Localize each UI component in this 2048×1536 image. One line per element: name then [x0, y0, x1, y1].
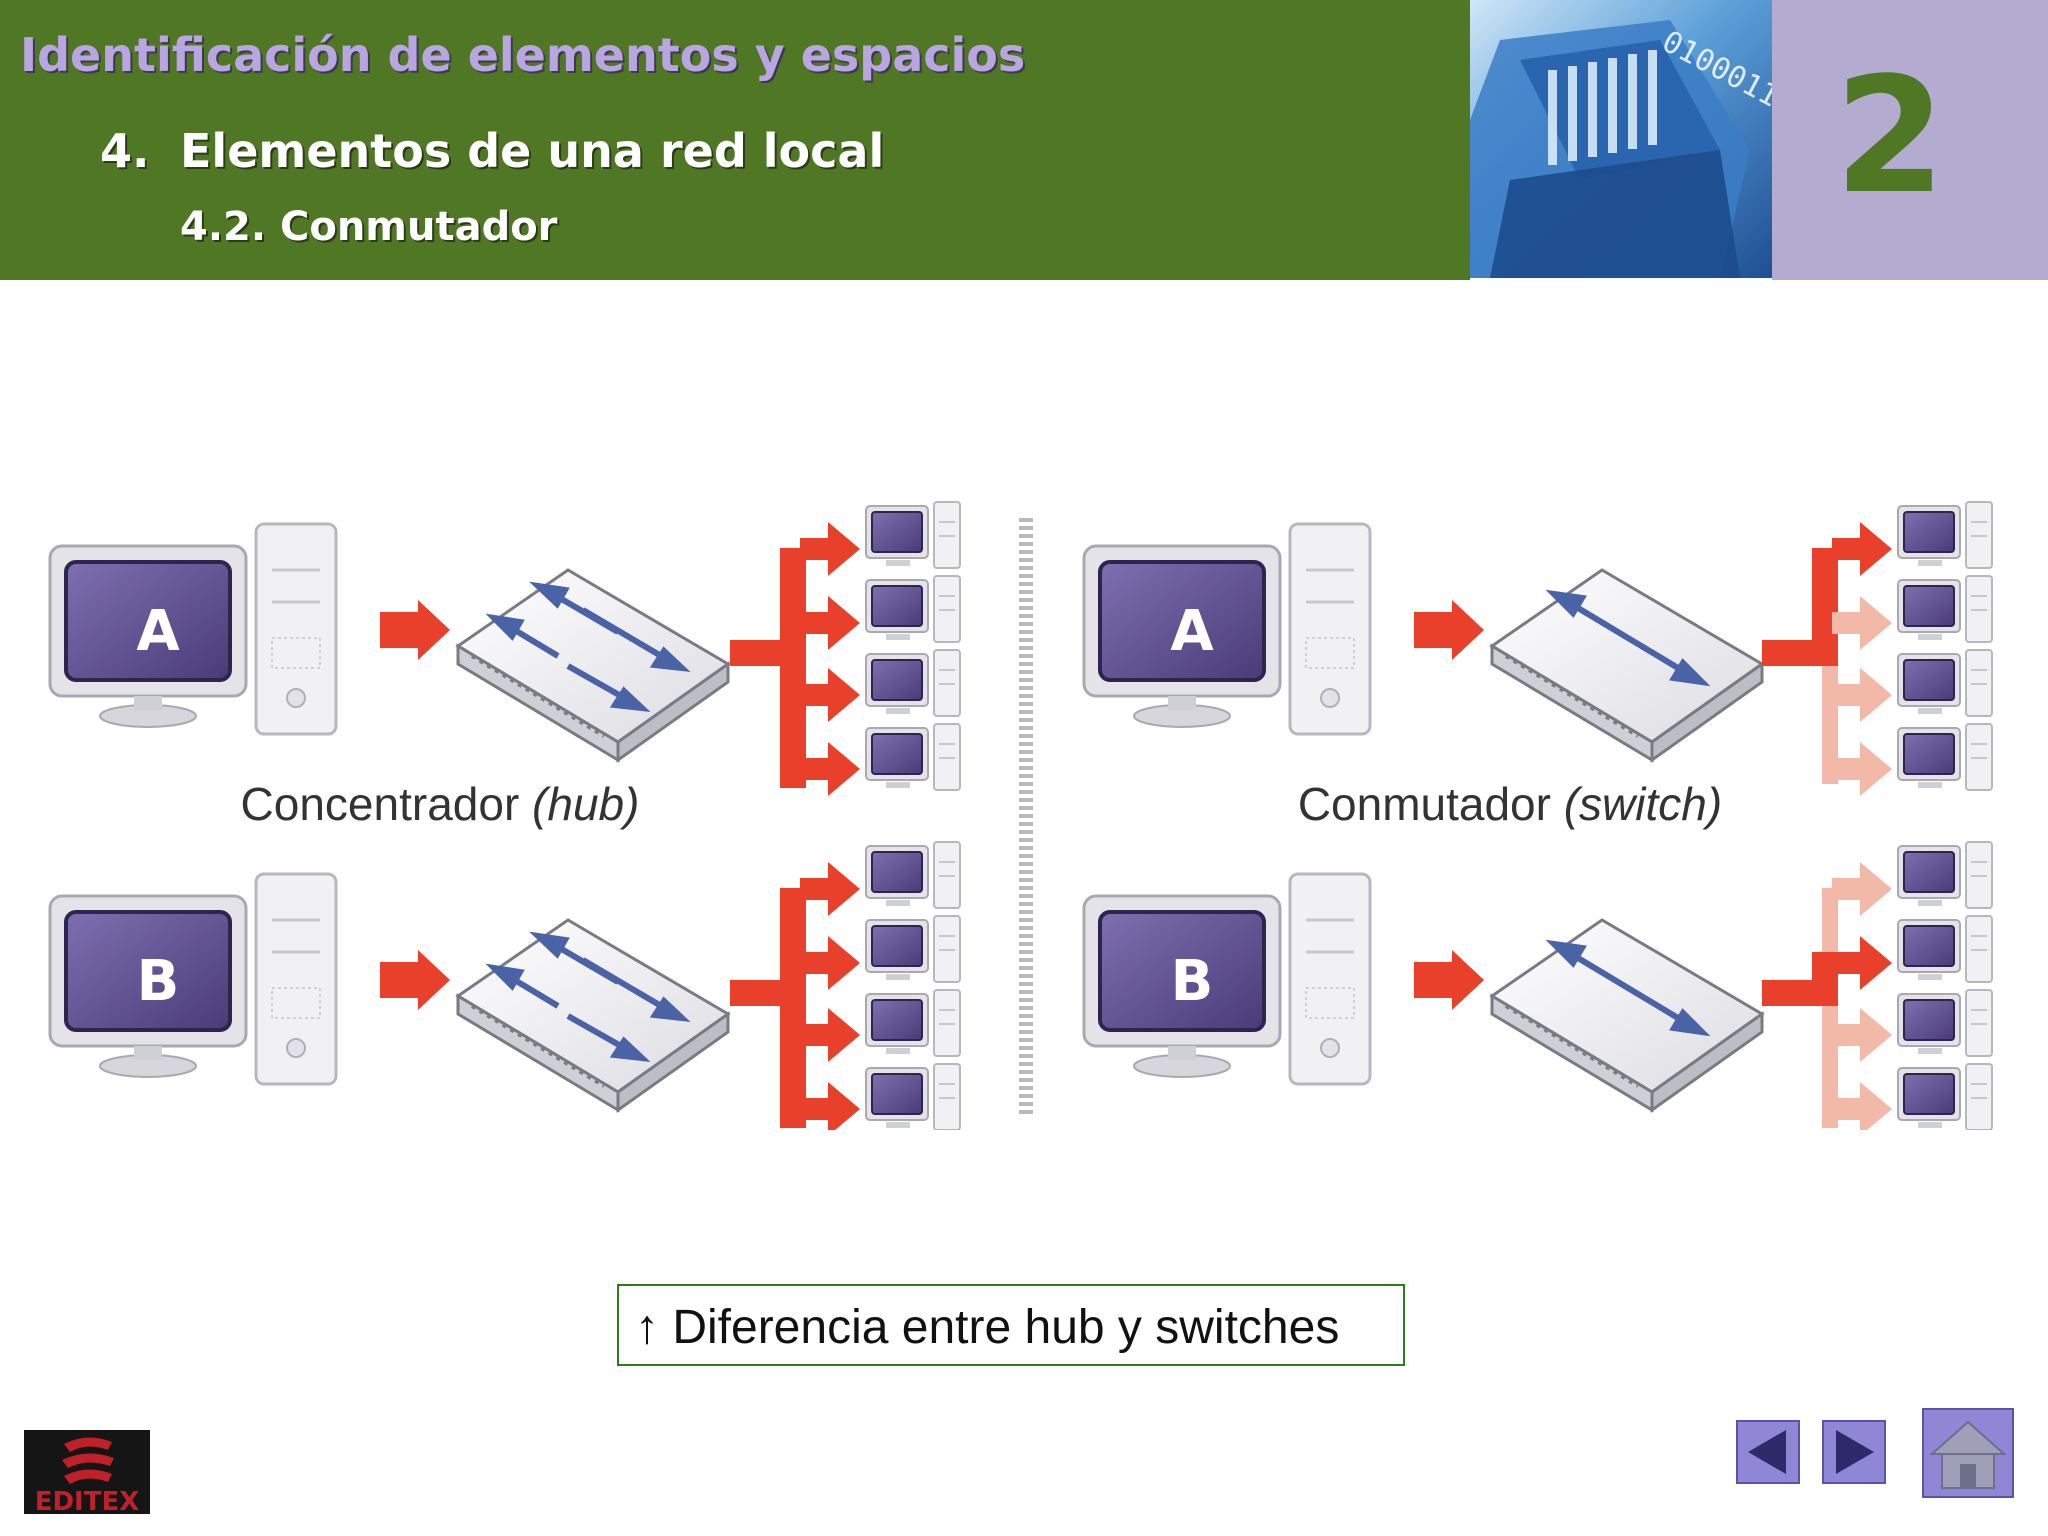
switch-device-icon — [1492, 570, 1762, 760]
station-a-label: A — [136, 599, 180, 664]
home-icon — [1929, 1420, 2007, 1489]
caption-text: ↑ Diferencia entre hub y switches — [635, 1301, 1340, 1354]
home-button[interactable] — [1922, 1408, 2014, 1498]
previous-button[interactable] — [1736, 1420, 1800, 1484]
next-button[interactable] — [1822, 1420, 1886, 1484]
switch-directed-arrows-b — [1762, 862, 1892, 1130]
hub-device-icon — [458, 570, 728, 760]
station-a-label-switch: A — [1170, 599, 1214, 664]
switch-directed-arrows — [1762, 522, 1892, 796]
section-number: 4. — [100, 124, 150, 178]
section-title: Elementos de una red local — [180, 124, 885, 178]
page-title: Identificación de elementos y espacios — [20, 28, 1026, 82]
hub-vs-switch-diagram: A B Concentrador (hub) A B — [48, 501, 1993, 1130]
subsection-title: 4.2. Conmutador — [180, 204, 558, 250]
hub-input-arrow — [380, 600, 450, 660]
logo-text: EDITEX — [35, 1487, 140, 1514]
hub-device-icon-b — [458, 920, 728, 1110]
header-bar: Identificación de elementos y espacios 4… — [0, 0, 1470, 280]
hub-broadcast-arrows — [730, 522, 860, 796]
station-b-label: B — [137, 949, 180, 1014]
figure-caption: ↑ Diferencia entre hub y switches — [617, 1284, 1405, 1366]
arrow-left-icon — [1748, 1430, 1786, 1474]
station-b-label-switch: B — [1171, 949, 1214, 1014]
network-connector-photo: 0100011 — [1470, 0, 1772, 278]
switch-label: Conmutador (switch) — [1298, 778, 1722, 830]
arrow-right-icon — [1836, 1430, 1874, 1474]
editex-logo: EDITEX — [24, 1430, 150, 1514]
chapter-box: 2 — [1772, 0, 2048, 280]
chapter-number: 2 — [1834, 42, 1946, 229]
switch-device-icon-b — [1492, 920, 1762, 1110]
hub-label: Concentrador (hub) — [241, 778, 640, 830]
